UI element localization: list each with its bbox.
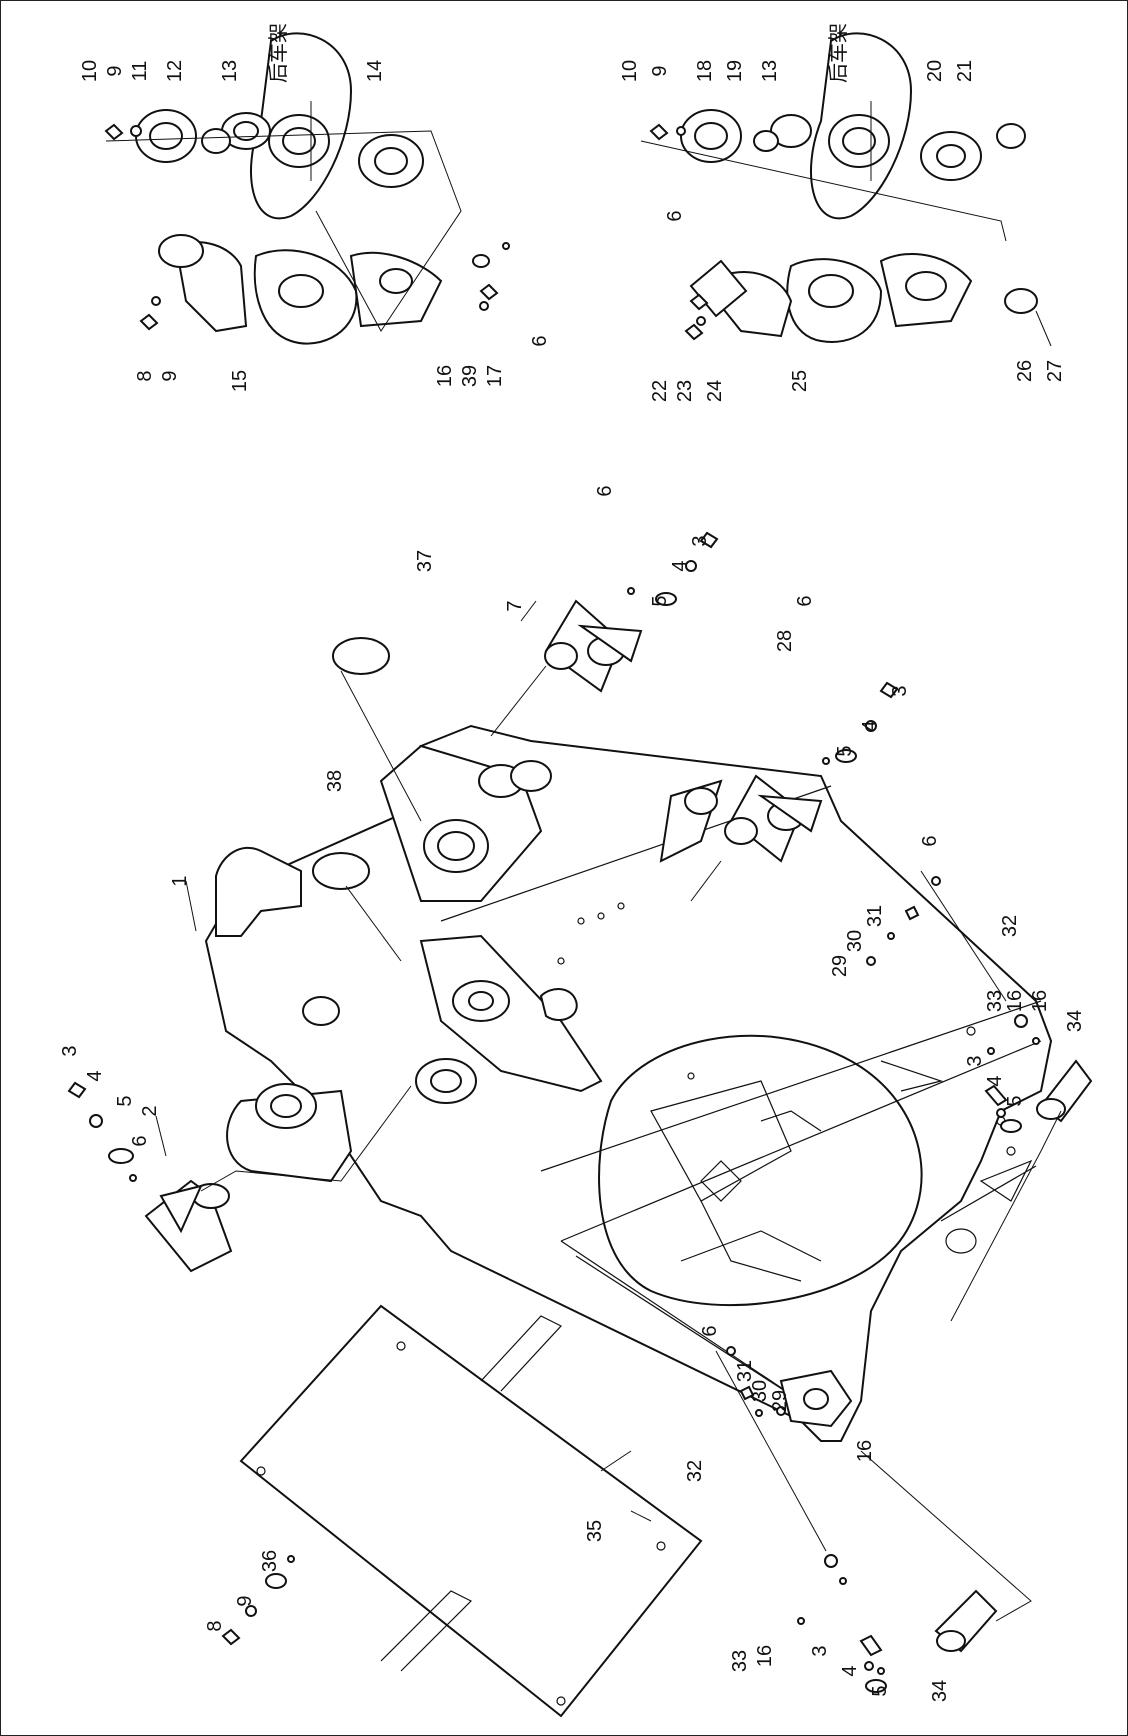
- callout-c5b: 5: [649, 595, 671, 606]
- callout-c5c: 5: [834, 745, 856, 756]
- callout-c13a: 13: [219, 60, 241, 82]
- callout-c29b: 29: [769, 1390, 791, 1412]
- link-assembly-right: [866, 870, 1093, 1322]
- rear-frame-label-left: 后车架: [266, 23, 290, 83]
- callout-c10b: 10: [619, 60, 641, 82]
- callout-c16e: 16: [434, 365, 456, 387]
- callout-c20: 20: [924, 60, 946, 82]
- callout-c7: 7: [504, 600, 526, 611]
- callout-c6g: 6: [664, 210, 686, 221]
- callout-c5a: 5: [114, 1095, 136, 1106]
- callout-c31a: 31: [864, 905, 886, 927]
- callout-c28: 28: [774, 630, 796, 652]
- callout-c34a: 34: [1064, 1010, 1086, 1032]
- callout-c33a: 33: [984, 990, 1006, 1012]
- callout-c9b: 9: [104, 65, 126, 76]
- callout-c38: 38: [324, 770, 346, 792]
- bolt-8-assembly: [221, 1555, 295, 1646]
- callout-c6e: 6: [699, 1325, 721, 1336]
- callout-c5e: 5: [869, 1685, 891, 1696]
- callout-c3d: 3: [964, 1055, 986, 1066]
- callout-c16b: 16: [1029, 990, 1051, 1012]
- callout-c32a: 32: [999, 915, 1021, 937]
- callout-c6d: 6: [919, 835, 941, 846]
- callout-c6f: 6: [529, 335, 551, 346]
- callout-c12: 12: [164, 60, 186, 82]
- rear-frame-label-right: 后车架: [826, 23, 850, 83]
- callout-c35: 35: [584, 1520, 606, 1542]
- callout-c16d: 16: [754, 1645, 776, 1667]
- callout-c22: 22: [649, 380, 671, 402]
- callout-c27: 27: [1044, 360, 1066, 382]
- callout-c3e: 3: [809, 1645, 831, 1656]
- cover-plate: [239, 1304, 703, 1718]
- callout-c15: 15: [229, 370, 251, 392]
- link-assembly-left: [715, 1346, 1032, 1693]
- callout-c36: 36: [259, 1550, 281, 1572]
- callout-c30a: 30: [844, 930, 866, 952]
- callout-c6a: 6: [129, 1135, 151, 1146]
- callout-c19: 19: [724, 60, 746, 82]
- callout-c3a: 3: [59, 1045, 81, 1056]
- callout-c31b: 31: [734, 1360, 756, 1382]
- callout-c6b: 6: [594, 485, 616, 496]
- pin-2-assembly: [67, 1081, 412, 1273]
- callout-c4a: 4: [84, 1070, 106, 1081]
- callout-c16a: 16: [1004, 990, 1026, 1012]
- callout-c13b: 13: [759, 60, 781, 82]
- pivot-inset-right: [640, 32, 1052, 347]
- leader-lines: [155, 101, 872, 1522]
- callout-c39: 39: [459, 365, 481, 387]
- callout-c17: 17: [484, 365, 506, 387]
- callout-c37: 37: [414, 550, 436, 572]
- callout-c11: 11: [129, 61, 151, 82]
- callout-c21: 21: [954, 60, 976, 82]
- callout-c14: 14: [364, 60, 386, 82]
- callout-c30b: 30: [749, 1380, 771, 1402]
- callout-c9c: 9: [159, 370, 181, 381]
- callout-c4e: 4: [839, 1665, 861, 1676]
- rear-frame-body: [204, 724, 1053, 1442]
- callout-c24: 24: [704, 380, 726, 402]
- callout-c4b: 4: [669, 560, 691, 571]
- callout-c1: 1: [169, 875, 191, 886]
- callout-c23: 23: [674, 380, 696, 402]
- callout-c25: 25: [789, 370, 811, 392]
- callout-c10a: 10: [79, 60, 101, 82]
- callout-c18: 18: [694, 60, 716, 82]
- pivot-inset-left: [104, 32, 510, 345]
- callout-c4d: 4: [984, 1075, 1006, 1086]
- callout-c26: 26: [1014, 360, 1036, 382]
- callout-c3c: 3: [889, 685, 911, 696]
- callout-c32b: 32: [684, 1460, 706, 1482]
- callout-c5d: 5: [1004, 1095, 1026, 1106]
- callout-c3b: 3: [689, 535, 711, 546]
- callout-c6c: 6: [794, 595, 816, 606]
- callout-c33b: 33: [729, 1650, 751, 1672]
- callout-c9d: 9: [649, 65, 671, 76]
- callout-c9a: 9: [234, 1595, 256, 1606]
- pin-28-assembly: [690, 681, 899, 902]
- callout-c34b: 34: [929, 1680, 951, 1702]
- callout-c2: 2: [139, 1105, 161, 1116]
- callout-c8a: 8: [204, 1620, 226, 1631]
- callout-c29a: 29: [829, 955, 851, 977]
- callout-c4c: 4: [859, 720, 881, 731]
- callout-c8b: 8: [134, 370, 156, 381]
- pin-7-assembly: [312, 531, 719, 962]
- callout-c16c: 16: [854, 1440, 876, 1462]
